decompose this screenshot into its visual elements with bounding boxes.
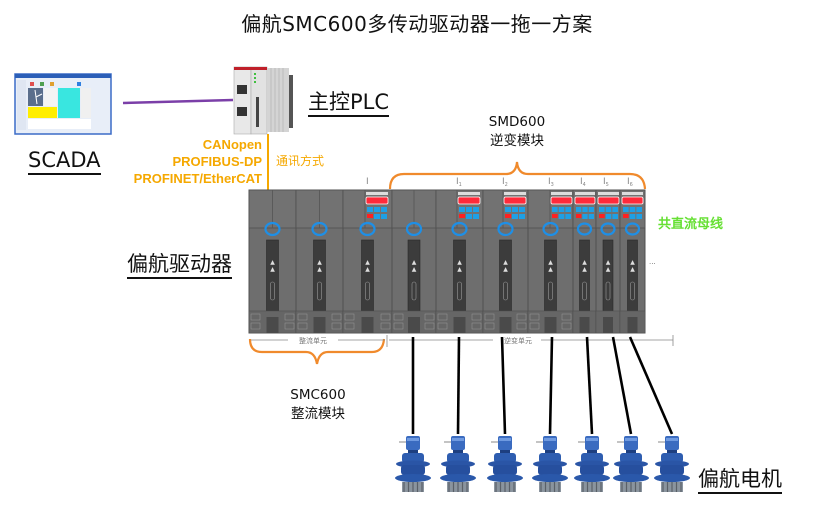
svg-text:▲: ▲ [457, 259, 462, 266]
drive-module: ▲▲ [483, 190, 528, 333]
protocol-profibus: PROFIBUS-DP [100, 153, 262, 170]
drive-module: ▲▲ [573, 190, 596, 333]
module-tag: I3 [548, 177, 554, 188]
yaw-motor-icon [440, 436, 476, 492]
rectifier-module-label: SMC600 整流模块 [268, 386, 368, 424]
svg-text:▲: ▲ [606, 259, 611, 266]
protocol-list: CANopen PROFIBUS-DP PROFINET/EtherCAT [100, 136, 262, 187]
rectifier-unit-label: 整流单元 [299, 336, 327, 345]
scada-screen-icon [15, 74, 111, 134]
rack-ellipsis: ··· [649, 260, 656, 268]
svg-text:▲: ▲ [548, 259, 553, 266]
module-tag: I4 [580, 177, 586, 188]
scada-label: SCADA [28, 148, 101, 175]
svg-text:▲: ▲ [582, 266, 587, 273]
svg-text:▲: ▲ [365, 259, 370, 266]
yaw-motor-label: 偏航电机 [698, 467, 782, 494]
scada-plc-link [123, 100, 233, 103]
yaw-motor-icon [613, 436, 649, 492]
svg-text:▲: ▲ [270, 266, 275, 273]
module-tag: I5 [603, 177, 609, 188]
drive-module: ▲▲ [343, 190, 392, 333]
svg-text:▲: ▲ [582, 259, 587, 266]
comm-method-label: 通讯方式 [276, 152, 324, 169]
inverter-module-model: SMD600 [467, 113, 567, 132]
module-tag: I6 [627, 177, 633, 188]
rectifier-module-name: 整流模块 [268, 405, 368, 424]
protocol-canopen: CANopen [100, 136, 262, 153]
drive-module: ▲▲ [596, 190, 620, 333]
svg-text:▲: ▲ [503, 259, 508, 266]
yaw-motor-icon [395, 436, 431, 492]
module-tag: I [366, 177, 369, 187]
module-tag: I1 [456, 177, 462, 188]
yaw-motor-icon [487, 436, 523, 492]
svg-text:▲: ▲ [412, 266, 417, 273]
motor-cable [458, 337, 459, 434]
drive-module: ▲▲ [249, 190, 296, 333]
svg-text:▲: ▲ [503, 266, 508, 273]
svg-text:▲: ▲ [457, 266, 462, 273]
drive-module: ▲▲ [528, 190, 573, 333]
module-tag: I2 [502, 177, 508, 188]
plc-device-icon [234, 67, 293, 134]
drive-rack: ▲▲▲▲▲▲▲▲▲▲▲▲▲▲▲▲▲▲▲▲II1I2I3I4I5I6整流单元逆变单… [249, 177, 673, 347]
svg-text:▲: ▲ [630, 266, 635, 273]
motor-cable [587, 337, 592, 434]
unit-dimension-lines: 整流单元 逆变单元 [251, 335, 673, 347]
motor-cable [550, 337, 552, 434]
motor-group [395, 436, 690, 492]
motor-cable [502, 337, 505, 434]
yaw-drive-label: 偏航驱动器 [127, 252, 232, 279]
svg-text:▲: ▲ [317, 259, 322, 266]
motor-cable [630, 337, 672, 434]
svg-text:▲: ▲ [412, 259, 417, 266]
svg-text:▲: ▲ [548, 266, 553, 273]
drive-module: ▲▲ [296, 190, 343, 333]
svg-text:▲: ▲ [606, 266, 611, 273]
svg-text:▲: ▲ [270, 259, 275, 266]
plc-label: 主控PLC [308, 90, 389, 117]
rectifier-module-model: SMC600 [268, 386, 368, 405]
drive-module: ▲▲ [436, 190, 483, 333]
yaw-motor-icon [532, 436, 568, 492]
motor-cables [413, 337, 672, 434]
yaw-motor-icon [654, 436, 690, 492]
dc-bus-label: 共直流母线 [658, 213, 723, 232]
drive-module: ▲▲ [392, 190, 436, 333]
yaw-motor-icon [574, 436, 610, 492]
svg-text:▲: ▲ [365, 266, 370, 273]
svg-text:▲: ▲ [630, 259, 635, 266]
inverter-module-label: SMD600 逆变模块 [467, 113, 567, 151]
inverter-module-name: 逆变模块 [467, 132, 567, 151]
inverter-unit-label: 逆变单元 [504, 336, 532, 345]
drive-module: ▲▲ [620, 190, 645, 333]
svg-text:▲: ▲ [317, 266, 322, 273]
motor-cable [613, 337, 631, 434]
protocol-profinet-ethercat: PROFINET/EtherCAT [100, 170, 262, 187]
